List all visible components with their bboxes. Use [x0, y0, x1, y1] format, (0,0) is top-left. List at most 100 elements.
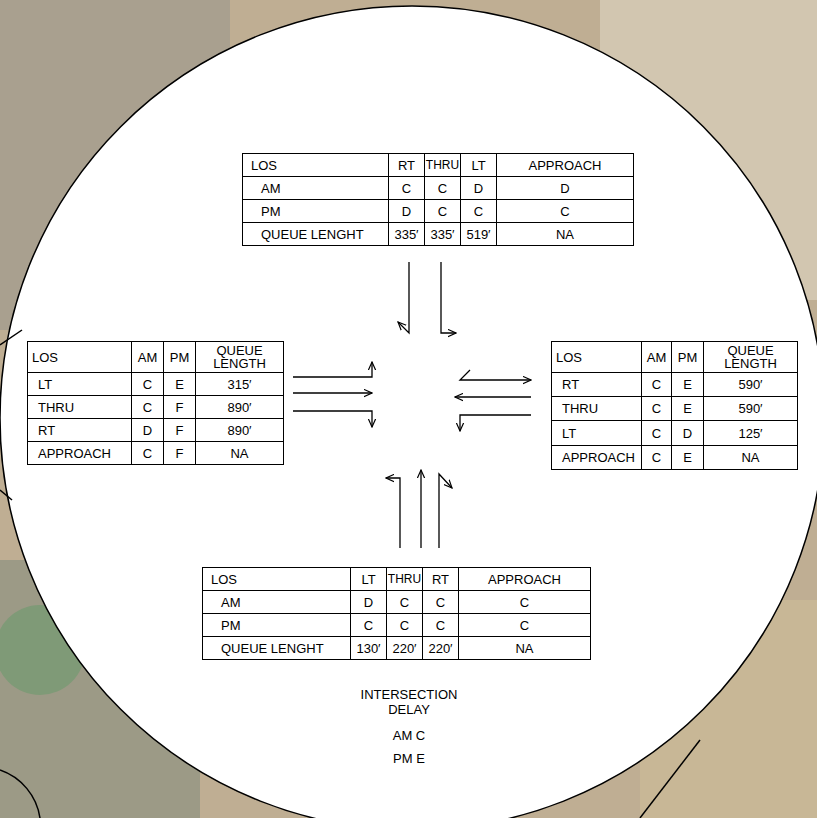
table-cell: LT	[27, 372, 132, 396]
table-cell: LT	[551, 420, 642, 446]
table-cell: D	[496, 176, 634, 200]
table-cell: PM	[202, 613, 351, 637]
callout-arc	[0, 770, 40, 818]
table-cell: LOS	[27, 341, 132, 373]
table-cell: 220′	[386, 636, 423, 660]
delay-note: INTERSECTION DELAY	[354, 687, 464, 717]
table-cell: 890′	[195, 395, 284, 419]
table-cell: RT	[27, 418, 132, 442]
table-cell: APPROACH	[458, 567, 591, 591]
table-cell: E	[163, 372, 196, 396]
table-cell: C	[641, 372, 672, 397]
table-cell: F	[163, 441, 196, 465]
table-cell: QUEUE LENGHT	[242, 222, 389, 246]
table-cell: 590′	[703, 396, 798, 421]
table-cell: C	[422, 590, 459, 614]
lane-arrow	[293, 411, 372, 427]
table-cell: QUEUE LENGTH	[703, 341, 798, 373]
table-cell: C	[131, 441, 164, 465]
table-cell: C	[388, 176, 425, 200]
table-cell: 125′	[703, 420, 798, 446]
table-cell: NA	[496, 222, 634, 246]
table-cell: D	[131, 418, 164, 442]
table-cell: C	[496, 199, 634, 223]
lane-arrow	[420, 470, 421, 548]
table-cell: AM	[641, 341, 672, 373]
leader-line	[0, 490, 12, 500]
lane-arrow	[460, 415, 531, 431]
table-cell: QUEUE LENGHT	[202, 636, 351, 660]
lane-arrow	[441, 262, 456, 333]
delay-note: PM E	[379, 751, 439, 766]
table-cell: C	[641, 396, 672, 421]
table-cell: F	[163, 395, 196, 419]
table-cell: 220′	[422, 636, 459, 660]
table-cell: NA	[195, 441, 284, 465]
table-cell: E	[671, 445, 704, 470]
lane-arrow	[386, 478, 400, 548]
table-cell: AM	[131, 341, 164, 373]
table-cell: C	[386, 613, 423, 637]
table-cell: THRU	[27, 395, 132, 419]
detail-circle	[0, 6, 817, 818]
leader-line	[640, 740, 700, 818]
table-cell: 130′	[350, 636, 387, 660]
table-cell: PM	[242, 199, 389, 223]
table-cell: RT	[551, 372, 642, 397]
table-cell: LT	[460, 153, 497, 177]
table-cell: AM	[242, 176, 389, 200]
table-cell: 315′	[195, 372, 284, 396]
table-cell: E	[671, 372, 704, 397]
delay-note: AM C	[379, 728, 439, 743]
lane-arrow	[293, 362, 372, 377]
table-cell: LOS	[202, 567, 351, 591]
table-cell: LT	[350, 567, 387, 591]
table-cell: AM	[202, 590, 351, 614]
table-cell: 890′	[195, 418, 284, 442]
table-cell: THRU	[424, 153, 461, 177]
lane-arrow	[398, 262, 409, 333]
lane-arrow	[460, 370, 531, 380]
table-cell: 335′	[388, 222, 425, 246]
lane-arrow	[439, 474, 452, 548]
table-cell: PM	[671, 341, 704, 373]
lane-arrow	[455, 396, 531, 397]
table-cell: THRU	[551, 396, 642, 421]
table-cell: NA	[703, 445, 798, 470]
table-cell: APPROACH	[27, 441, 132, 465]
table-cell: PM	[163, 341, 196, 373]
table-cell: C	[386, 590, 423, 614]
table-cell: 590′	[703, 372, 798, 397]
table-cell: C	[424, 199, 461, 223]
table-cell: APPROACH	[496, 153, 634, 177]
table-cell: APPROACH	[551, 445, 642, 470]
table-cell: 335′	[424, 222, 461, 246]
table-cell: THRU	[386, 567, 423, 591]
table-cell: NA	[458, 636, 591, 660]
table-cell: E	[671, 396, 704, 421]
table-cell: C	[424, 176, 461, 200]
lane-arrows	[293, 262, 531, 548]
table-cell: QUEUE LENGTH	[195, 341, 284, 373]
table-cell: C	[350, 613, 387, 637]
table-cell: C	[641, 420, 672, 446]
table-cell: LOS	[242, 153, 389, 177]
leader-line	[0, 330, 22, 345]
table-cell: D	[671, 420, 704, 446]
table-cell: F	[163, 418, 196, 442]
table-cell: LOS	[551, 341, 642, 373]
table-cell: RT	[422, 567, 459, 591]
table-cell: C	[458, 613, 591, 637]
table-cell: 519′	[460, 222, 497, 246]
table-cell: C	[131, 372, 164, 396]
table-cell: C	[641, 445, 672, 470]
table-cell: C	[131, 395, 164, 419]
table-cell: C	[460, 199, 497, 223]
table-cell: C	[458, 590, 591, 614]
lane-arrow	[293, 392, 372, 393]
table-cell: D	[350, 590, 387, 614]
table-cell: D	[460, 176, 497, 200]
table-cell: RT	[388, 153, 425, 177]
table-cell: C	[422, 613, 459, 637]
